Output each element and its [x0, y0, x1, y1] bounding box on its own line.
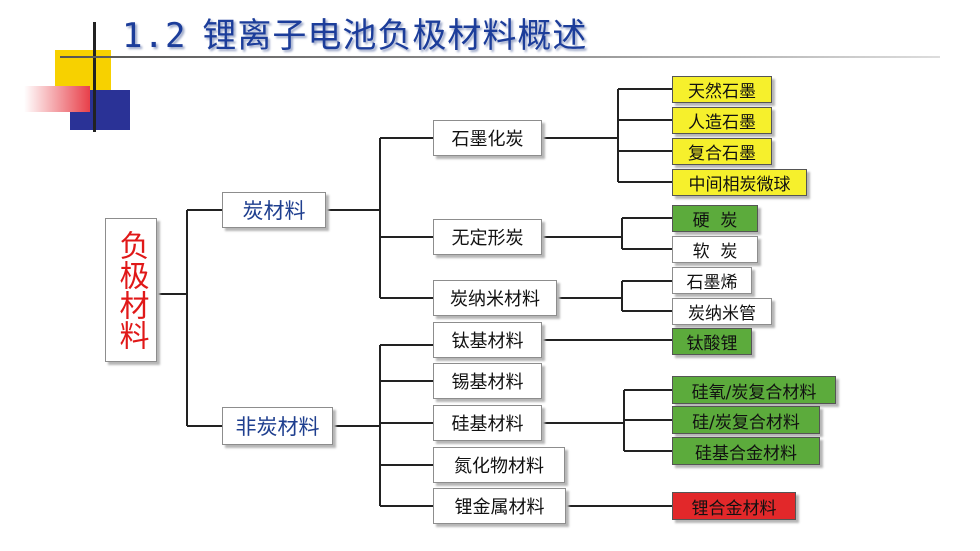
leaf-label: 硬 炭: [692, 211, 738, 231]
leaf-label: 人造石墨: [688, 113, 756, 133]
slide-title: 1.2 锂离子电池负极材料概述: [122, 8, 587, 57]
tin-label: 锡基材料: [451, 372, 524, 393]
decor-vertical-rule: [93, 22, 96, 132]
leaf-graphene: 石墨烯: [672, 267, 752, 294]
node-tin-based: 锡基材料: [433, 363, 542, 399]
leaf-label: 炭纳米管: [688, 304, 756, 324]
amorphous-label: 无定形炭: [451, 228, 524, 249]
title-underline: [60, 56, 940, 58]
leaf-label: 硅基合金材料: [695, 443, 797, 464]
leaf-label: 中间相炭微球: [688, 175, 791, 195]
decor-red-bar: [24, 86, 90, 112]
leaf-soft-carbon: 软 炭: [672, 236, 758, 263]
node-graphitized-carbon: 石墨化炭: [433, 120, 542, 156]
node-amorphous-carbon: 无定形炭: [433, 219, 542, 255]
leaf-label: 锂合金材料: [691, 498, 777, 519]
non-carbon-label: 非炭材料: [235, 415, 320, 439]
leaf-label: 钛酸锂: [686, 334, 738, 354]
nano-label: 炭纳米材料: [450, 289, 540, 310]
silicon-label: 硅基材料: [451, 414, 524, 435]
node-titanium-based: 钛基材料: [433, 322, 542, 358]
leaf-silicon-alloy: 硅基合金材料: [672, 437, 820, 465]
leaf-carbon-nanotube: 炭纳米管: [672, 298, 772, 325]
titanium-label: 钛基材料: [451, 331, 524, 352]
leaf-natural-graphite: 天然石墨: [672, 76, 772, 103]
leaf-siox-carbon-composite: 硅氧/炭复合材料: [672, 376, 836, 404]
root-label: 负极材料: [113, 230, 149, 350]
leaf-composite-graphite: 复合石墨: [672, 138, 772, 165]
leaf-label: 软 炭: [692, 242, 738, 262]
leaf-lithium-alloy: 锂合金材料: [672, 492, 796, 520]
leaf-hard-carbon: 硬 炭: [672, 205, 758, 232]
node-carbon-materials: 炭材料: [222, 192, 326, 228]
node-silicon-based: 硅基材料: [433, 405, 542, 441]
node-nitride: 氮化物材料: [433, 447, 565, 483]
node-carbon-nanomaterials: 炭纳米材料: [433, 280, 557, 316]
node-lithium-metal: 锂金属材料: [433, 488, 566, 524]
slide-title-text: 锂离子电池负极材料概述: [202, 16, 588, 56]
leaf-si-carbon-composite: 硅/炭复合材料: [672, 406, 820, 434]
lithium-metal-label: 锂金属材料: [454, 497, 545, 518]
nitride-label: 氮化物材料: [454, 456, 544, 477]
leaf-label: 天然石墨: [688, 82, 756, 102]
node-non-carbon-materials: 非炭材料: [222, 407, 333, 445]
leaf-lithium-titanate: 钛酸锂: [672, 328, 752, 355]
leaf-label: 石墨烯: [686, 273, 738, 293]
carbon-label: 炭材料: [242, 199, 306, 223]
leaf-mesocarbon-microbeads: 中间相炭微球: [672, 169, 807, 196]
leaf-label: 复合石墨: [688, 144, 756, 164]
leaf-label: 硅氧/炭复合材料: [691, 382, 817, 403]
graphitized-label: 石墨化炭: [451, 129, 524, 150]
leaf-label: 硅/炭复合材料: [692, 412, 800, 433]
leaf-artificial-graphite: 人造石墨: [672, 107, 772, 134]
slide-number: 1.2: [122, 16, 187, 56]
root-node-anode-materials: 负极材料: [105, 218, 157, 362]
